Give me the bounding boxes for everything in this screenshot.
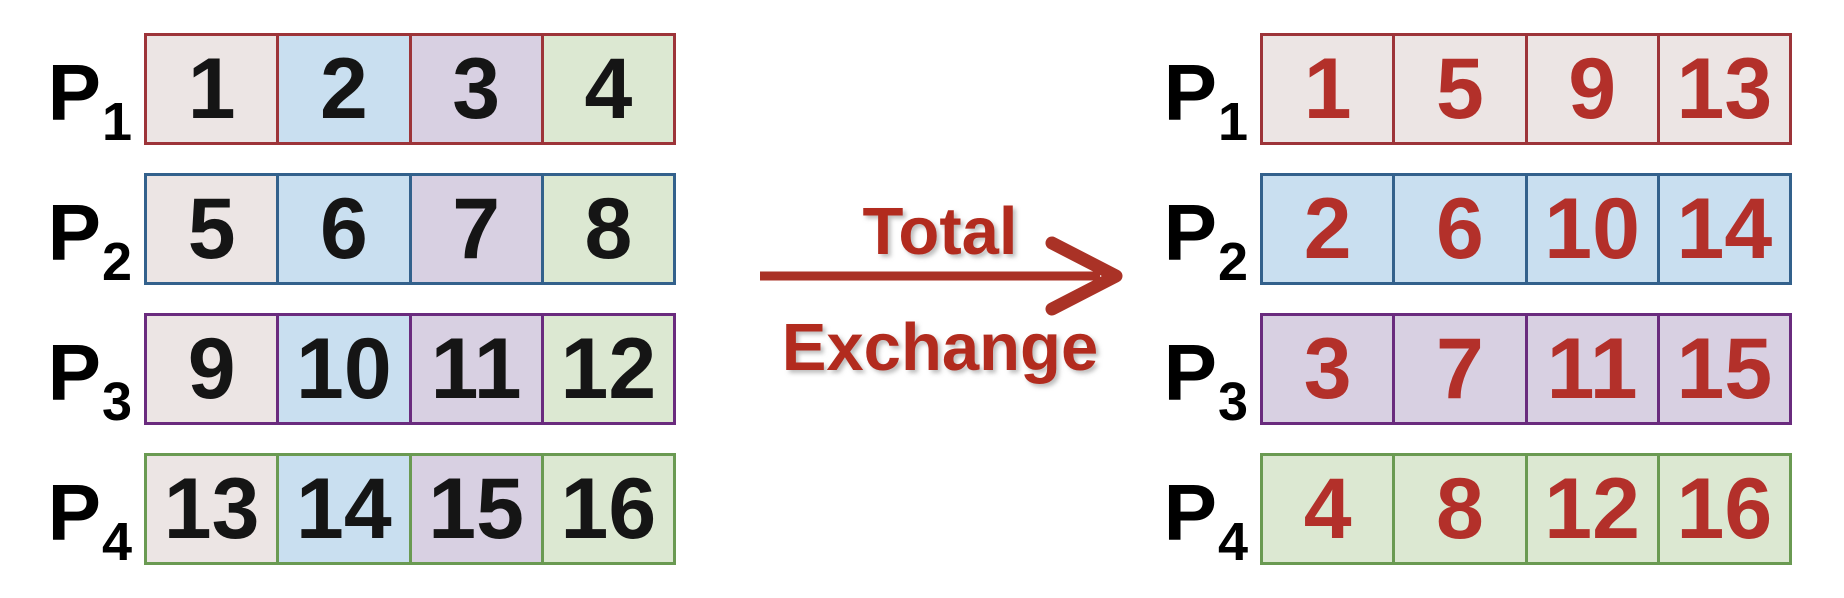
data-cell: 1	[147, 36, 277, 142]
data-cell: 13	[147, 456, 277, 562]
data-cell: 5	[1392, 36, 1525, 142]
data-cell: 12	[1524, 456, 1657, 562]
data-cell: 15	[408, 456, 541, 562]
data-cell: 9	[1524, 36, 1657, 142]
process-subscript: 2	[101, 232, 132, 292]
process-letter: P	[47, 188, 101, 277]
data-cell: 11	[408, 316, 541, 422]
data-cell: 9	[147, 316, 277, 422]
data-cell: 6	[1392, 176, 1525, 282]
data-cell: 8	[1392, 456, 1525, 562]
process-subscript: 4	[101, 512, 132, 572]
process-letter: P	[1163, 188, 1217, 277]
data-cell: 8	[540, 176, 673, 282]
data-cell: 16	[1656, 456, 1789, 562]
data-cell: 10	[276, 316, 409, 422]
data-cell: 10	[1524, 176, 1657, 282]
process-letter: P	[47, 328, 101, 417]
data-cell: 4	[540, 36, 673, 142]
data-cell: 14	[276, 456, 409, 562]
data-cell: 5	[147, 176, 277, 282]
process-letter: P	[47, 468, 101, 557]
exchange-label: Exchange	[781, 310, 1099, 385]
process-subscript: 2	[1217, 232, 1248, 292]
total-label: Total	[862, 194, 1018, 269]
data-cell: 13	[1656, 36, 1789, 142]
data-cell: 2	[276, 36, 409, 142]
data-cell: 15	[1656, 316, 1789, 422]
process-subscript: 3	[1217, 372, 1248, 432]
process-letter: P	[1163, 328, 1217, 417]
data-cell: 2	[1263, 176, 1393, 282]
data-cell: 14	[1656, 176, 1789, 282]
process-subscript: 3	[101, 372, 132, 432]
data-cell: 3	[1263, 316, 1393, 422]
process-subscript: 4	[1217, 512, 1248, 572]
data-cell: 4	[1263, 456, 1393, 562]
process-subscript: 1	[101, 92, 132, 152]
data-cell: 16	[540, 456, 673, 562]
right-arrow-icon	[760, 236, 1123, 316]
process-letter: P	[1163, 468, 1217, 557]
data-cell: 11	[1524, 316, 1657, 422]
data-cell: 1	[1263, 36, 1393, 142]
data-cell: 7	[408, 176, 541, 282]
process-letter: P	[1163, 48, 1217, 137]
data-cell: 7	[1392, 316, 1525, 422]
process-subscript: 1	[1217, 92, 1248, 152]
process-letter: P	[47, 48, 101, 137]
data-cell: 6	[276, 176, 409, 282]
data-cell: 12	[540, 316, 673, 422]
data-cell: 3	[408, 36, 541, 142]
